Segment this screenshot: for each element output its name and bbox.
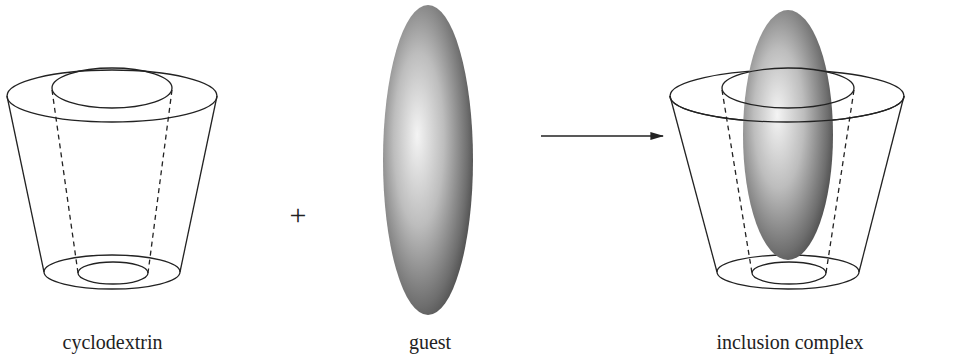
guest-ellipsoid	[743, 10, 833, 260]
figure-caption: inclusion complex	[661, 330, 919, 354]
complex-rim	[670, 68, 904, 122]
guest-ellipsoid	[383, 5, 473, 315]
reaction-arrow	[541, 135, 663, 136]
figure-caption: guest	[366, 330, 494, 354]
figure-caption: cyclodextrin	[0, 330, 229, 354]
host-figure: cyclodextrin	[0, 0, 229, 364]
plus-sign: +	[290, 200, 307, 230]
cyclodextrin-cone	[7, 68, 217, 289]
complex-figure: inclusion complex	[661, 0, 919, 364]
guest-figure: guest	[366, 0, 494, 364]
